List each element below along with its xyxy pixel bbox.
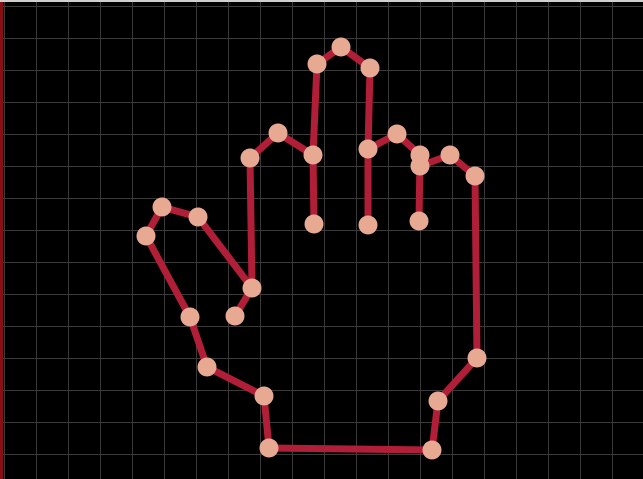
joint-handle-4[interactable] [304, 214, 324, 234]
joint-handle-25[interactable] [152, 197, 172, 217]
joint-handle-24[interactable] [136, 226, 156, 246]
joint-handle-21[interactable] [254, 386, 274, 406]
bone-segment-15 [471, 172, 481, 362]
joint-handle-20[interactable] [259, 438, 279, 458]
hand-joints[interactable] [136, 37, 487, 460]
joint-handle-7[interactable] [268, 123, 288, 143]
bone-segment-4 [364, 64, 374, 153]
joint-handle-22[interactable] [197, 357, 217, 377]
joint-handle-6[interactable] [358, 215, 378, 235]
joint-handle-11[interactable] [387, 124, 407, 144]
bone-segment-25 [194, 213, 256, 292]
joint-handle-9[interactable] [242, 278, 262, 298]
bone-segment-20 [203, 363, 268, 400]
joint-handle-15[interactable] [440, 145, 460, 165]
joint-handle-3[interactable] [303, 145, 323, 165]
joint-handle-13[interactable] [410, 156, 430, 176]
joint-handle-18[interactable] [428, 391, 448, 411]
bone-segment-8 [246, 154, 256, 292]
bone-segment-16 [434, 354, 481, 405]
joint-handle-1[interactable] [307, 54, 327, 74]
joint-handle-8[interactable] [240, 148, 260, 168]
hand-bones [142, 43, 481, 454]
joint-handle-23[interactable] [180, 307, 200, 327]
bone-segment-3 [309, 151, 318, 228]
joint-handle-5[interactable] [358, 139, 378, 159]
bone-segment-2 [309, 60, 321, 159]
joint-handle-16[interactable] [465, 166, 485, 186]
joint-handle-10[interactable] [225, 306, 245, 326]
joint-handle-17[interactable] [467, 348, 487, 368]
joint-handle-26[interactable] [188, 207, 208, 227]
joint-handle-14[interactable] [409, 211, 429, 231]
canvas-left-edge [0, 2, 3, 479]
joint-handle-19[interactable] [422, 440, 442, 460]
bone-segment-18 [265, 444, 436, 454]
joint-handle-0[interactable] [331, 37, 351, 57]
bone-segment-22 [142, 232, 194, 321]
joint-handle-2[interactable] [360, 58, 380, 78]
